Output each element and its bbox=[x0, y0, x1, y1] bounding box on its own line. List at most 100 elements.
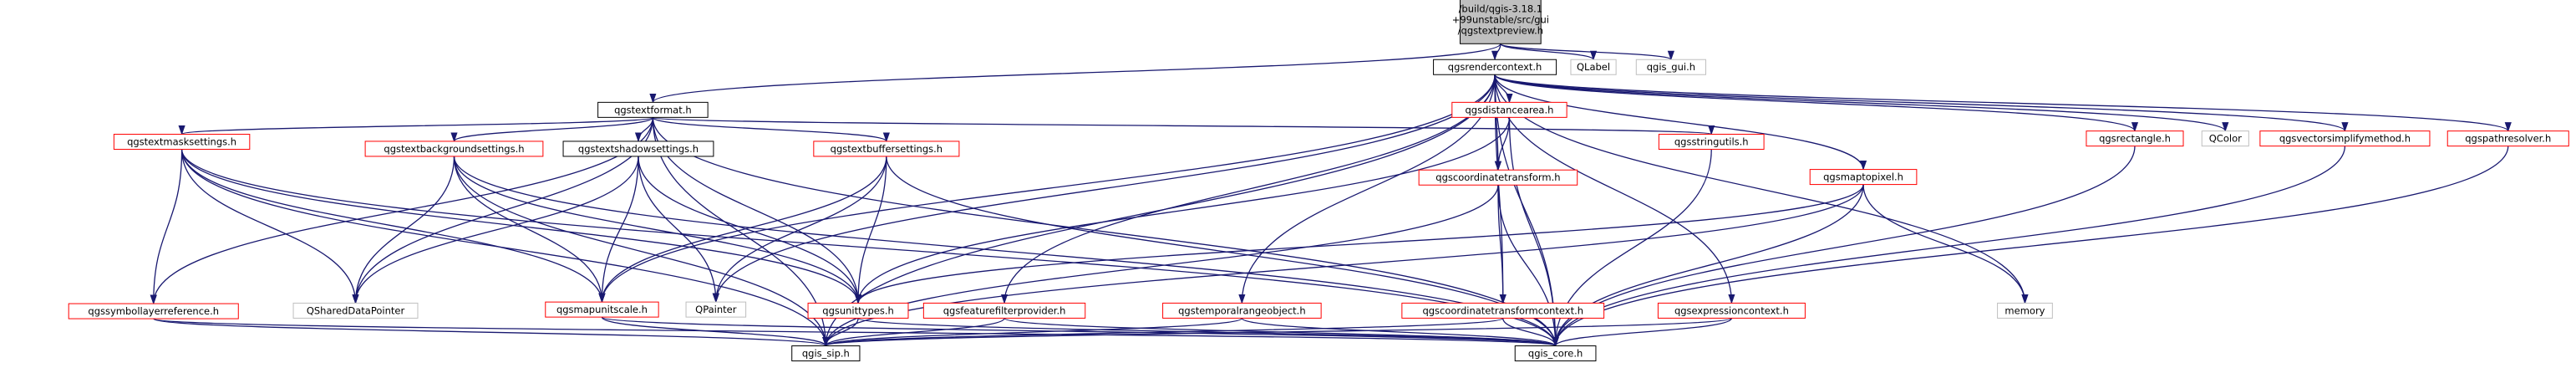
node-label-memory: memory bbox=[2004, 304, 2045, 316]
node-qgsexpressioncontext[interactable]: qgsexpressioncontext.h bbox=[1657, 302, 1806, 319]
node-QLabel: QLabel bbox=[1570, 59, 1617, 75]
node-QColor: QColor bbox=[2201, 130, 2249, 147]
node-label-qgstextformat: qgstextformat.h bbox=[614, 104, 692, 115]
node-qgsfeaturefilterprovider[interactable]: qgsfeaturefilterprovider.h bbox=[922, 302, 1086, 319]
node-qgstextmasksettings[interactable]: qgstextmasksettings.h bbox=[113, 134, 251, 151]
node-label-qgsrectangle: qgsrectangle.h bbox=[2099, 133, 2171, 145]
node-label-QColor: QColor bbox=[2209, 133, 2242, 145]
node-box-memory bbox=[1997, 302, 2053, 319]
node-label-qgsunittypes: qgsunittypes.h bbox=[822, 304, 894, 316]
edge-root-to-QLabel bbox=[1500, 43, 1598, 61]
node-box-qgstextbackgroundsettings bbox=[364, 141, 544, 157]
node-qgsunittypes[interactable]: qgsunittypes.h bbox=[807, 302, 909, 319]
edge-qgstextformat-to-qgstextbackgroundsettings bbox=[450, 116, 654, 143]
node-qgstemporalrangeobject[interactable]: qgstemporalrangeobject.h bbox=[1162, 302, 1322, 319]
node-QSharedDataPointer: QSharedDataPointer bbox=[292, 302, 419, 319]
node-label-qgscoordinatetransform: qgscoordinatetransform.h bbox=[1435, 171, 1560, 183]
node-box-qgsstringutils bbox=[1658, 134, 1765, 151]
edge-qgsdistancearea-to-qgsunittypes bbox=[854, 117, 1511, 304]
node-label-qgspathresolver: qgspathresolver.h bbox=[2465, 133, 2551, 145]
node-qgstextformat[interactable]: qgstextformat.h bbox=[597, 101, 709, 118]
edge-qgsrendercontext-to-qgspathresolver bbox=[1494, 74, 2512, 132]
node-qgstextbackgroundsettings[interactable]: qgstextbackgroundsettings.h bbox=[364, 141, 544, 157]
node-box-qgsmapunitscale bbox=[545, 301, 659, 318]
edge-qgssymbollayerreference-to-qgis_core bbox=[153, 318, 1558, 347]
edge-qgsrendercontext-to-qgsvectorsimplifymethod bbox=[1494, 74, 2349, 132]
node-box-root bbox=[1459, 0, 1542, 44]
edge-qgstextbuffersettings-to-QPainter bbox=[712, 156, 887, 304]
node-box-qgsdistancearea bbox=[1451, 101, 1567, 118]
node-label-qgsstringutils: qgsstringutils.h bbox=[1674, 136, 1749, 148]
node-qgstextbuffersettings[interactable]: qgstextbuffersettings.h bbox=[813, 141, 960, 157]
edge-qgsrendercontext-to-qgsfeaturefilterprovider bbox=[1001, 74, 1496, 304]
node-label-qgsmapunitscale: qgsmapunitscale.h bbox=[556, 304, 648, 315]
node-box-qgsunittypes bbox=[807, 302, 909, 319]
node-box-qgis_gui bbox=[1635, 59, 1706, 75]
edge-qgsrendercontext-to-qgsmaptopixel bbox=[1494, 74, 1867, 171]
edge-qgsrendercontext-to-QColor bbox=[1494, 74, 2229, 132]
node-box-qgis_sip bbox=[791, 345, 861, 362]
node-QPainter: QPainter bbox=[685, 301, 747, 318]
node-box-qgstextmasksettings bbox=[113, 134, 251, 151]
edge-qgsmaptopixel-to-memory bbox=[1862, 184, 2029, 304]
node-box-qgsrectangle bbox=[2086, 130, 2184, 147]
edge-qgstextmasksettings-to-QSharedDataPointer bbox=[180, 149, 359, 304]
edge-qgstextmasksettings-to-qgssymbollayerreference bbox=[150, 149, 183, 305]
node-box-qgstextformat bbox=[597, 101, 709, 118]
node-label-qgssymbollayerreference: qgssymbollayerreference.h bbox=[88, 305, 219, 317]
node-label-qgsfeaturefilterprovider: qgsfeaturefilterprovider.h bbox=[943, 304, 1066, 316]
edge-qgstextmasksettings-to-qgis_sip bbox=[180, 149, 830, 347]
node-label-qgstextshadowsettings: qgstextshadowsettings.h bbox=[578, 143, 699, 155]
node-box-QLabel bbox=[1570, 59, 1617, 75]
node-qgssymbollayerreference[interactable]: qgssymbollayerreference.h bbox=[68, 303, 239, 319]
node-label-QLabel: QLabel bbox=[1577, 61, 1610, 73]
edge-root-to-qgis_gui bbox=[1500, 43, 1674, 61]
node-label-qgsexpressioncontext: qgsexpressioncontext.h bbox=[1674, 304, 1789, 316]
edge-root-to-qgstextformat bbox=[649, 43, 1501, 104]
node-label-QPainter: QPainter bbox=[695, 304, 737, 315]
node-qgis_gui: qgis_gui.h bbox=[1635, 59, 1706, 75]
node-layer: /build/qgis-3.18.1+99unstable/src/gui/qg… bbox=[68, 0, 2569, 362]
edge-qgsrendercontext-to-QPainter bbox=[712, 74, 1496, 304]
node-box-qgscoordinatetransformcontext bbox=[1401, 302, 1605, 319]
edge-qgscoordinatetransform-to-qgis_sip bbox=[822, 185, 1499, 347]
node-qgis_core[interactable]: qgis_core.h bbox=[1514, 345, 1597, 362]
node-box-qgscoordinatetransform bbox=[1418, 169, 1578, 186]
edge-qgstemporalrangeobject-to-qgis_sip bbox=[822, 317, 1243, 347]
edge-qgscoordinatetransformcontext-to-qgis_sip bbox=[822, 317, 1504, 347]
edge-qgstextshadowsettings-to-QPainter bbox=[638, 156, 719, 304]
edge-qgstextformat-to-qgsstringutils bbox=[652, 116, 1714, 135]
node-qgsrectangle[interactable]: qgsrectangle.h bbox=[2086, 130, 2184, 147]
edge-root-to-qgsrendercontext bbox=[1491, 43, 1501, 61]
node-label-qgis_gui: qgis_gui.h bbox=[1647, 61, 1695, 73]
node-qgscoordinatetransformcontext[interactable]: qgscoordinatetransformcontext.h bbox=[1401, 302, 1605, 319]
node-qgsvectorsimplifymethod[interactable]: qgsvectorsimplifymethod.h bbox=[2259, 130, 2431, 147]
node-box-qgstemporalrangeobject bbox=[1162, 302, 1322, 319]
node-qgsstringutils[interactable]: qgsstringutils.h bbox=[1658, 134, 1765, 151]
node-qgsrendercontext[interactable]: qgsrendercontext.h bbox=[1433, 59, 1557, 75]
node-qgsmapunitscale[interactable]: qgsmapunitscale.h bbox=[545, 301, 659, 318]
node-label-qgstextbackgroundsettings: qgstextbackgroundsettings.h bbox=[384, 143, 524, 155]
node-box-QColor bbox=[2201, 130, 2249, 147]
node-label-qgstextbuffersettings: qgstextbuffersettings.h bbox=[831, 143, 943, 155]
edge-qgssymbollayerreference-to-qgis_sip bbox=[153, 318, 829, 347]
node-qgsdistancearea[interactable]: qgsdistancearea.h bbox=[1451, 101, 1567, 118]
node-box-qgis_core bbox=[1514, 345, 1597, 362]
node-qgstextshadowsettings[interactable]: qgstextshadowsettings.h bbox=[562, 141, 714, 157]
node-qgscoordinatetransform[interactable]: qgscoordinatetransform.h bbox=[1418, 169, 1578, 186]
edge-qgstextbackgroundsettings-to-qgsmapunitscale bbox=[453, 156, 606, 304]
node-qgspathresolver[interactable]: qgspathresolver.h bbox=[2446, 130, 2569, 147]
node-qgis_sip[interactable]: qgis_sip.h bbox=[791, 345, 861, 362]
node-box-qgssymbollayerreference bbox=[68, 303, 239, 319]
edge-layer bbox=[150, 43, 2512, 347]
node-qgsmaptopixel[interactable]: qgsmaptopixel.h bbox=[1809, 169, 1918, 186]
node-label-QSharedDataPointer: QSharedDataPointer bbox=[307, 304, 405, 316]
node-label-root-0: /build/qgis-3.18.1 bbox=[1459, 3, 1543, 14]
node-box-qgstextshadowsettings bbox=[562, 141, 714, 157]
edge-qgstextbuffersettings-to-qgsmapunitscale bbox=[598, 156, 887, 304]
edge-qgsmaptopixel-to-qgsunittypes bbox=[855, 184, 1864, 304]
edge-qgstextshadowsettings-to-QSharedDataPointer bbox=[352, 156, 639, 304]
edge-qgscoordinatetransform-to-qgscoordinatetransformcontext bbox=[1497, 185, 1506, 304]
edge-qgstextshadowsettings-to-qgsmapunitscale bbox=[598, 156, 639, 304]
